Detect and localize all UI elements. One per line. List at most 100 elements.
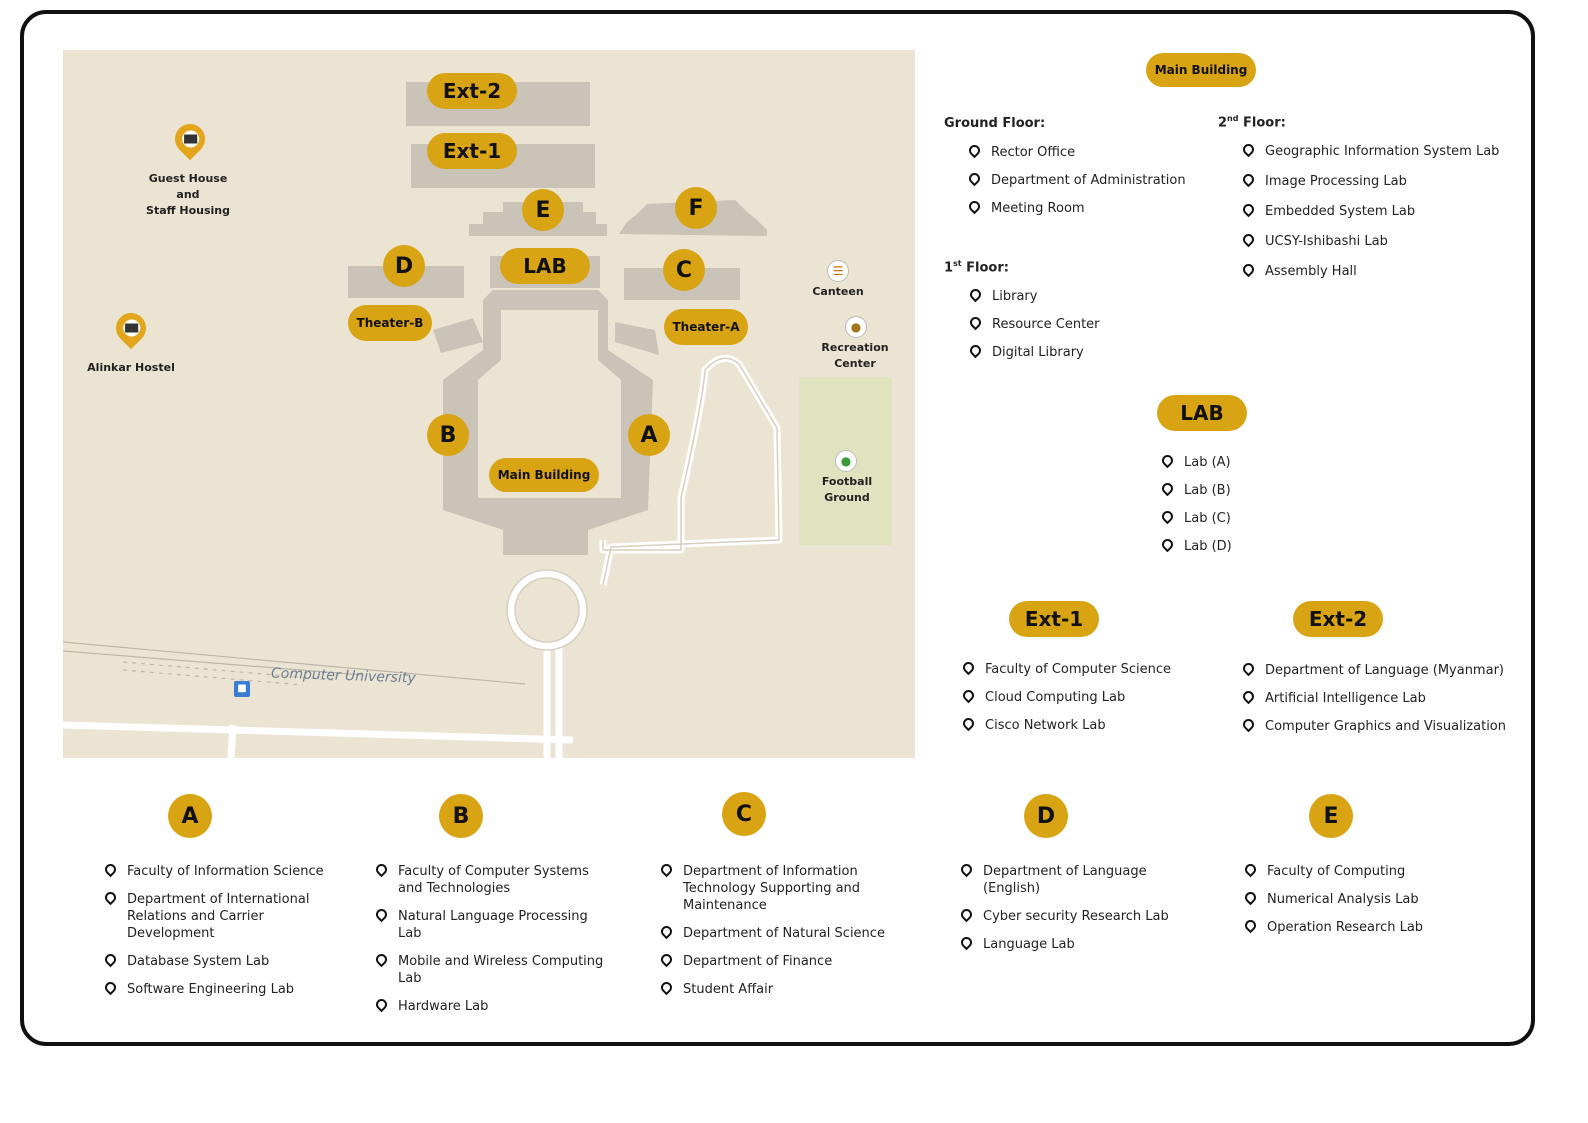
location-pin-icon (1242, 889, 1259, 906)
theater-b-marker[interactable]: Theater-B (348, 305, 432, 341)
theater-a-marker[interactable]: Theater-A (664, 309, 748, 345)
location-pin-icon (1159, 452, 1176, 469)
location-pin-icon (1159, 480, 1176, 497)
first-floor-heading: 1st Floor: (944, 259, 1009, 276)
location-pin-icon (966, 198, 983, 215)
location-pin-icon (967, 314, 984, 331)
list-item: Faculty of Computer Systems and Technolo… (373, 861, 614, 897)
list-item: Department of Language (Myanmar) (1240, 660, 1506, 679)
list-item: Image Processing Lab (1240, 171, 1499, 190)
recreation-icon[interactable]: ● (845, 316, 867, 338)
location-pin-icon (1242, 917, 1259, 934)
location-pin-icon (373, 906, 390, 923)
list-item: Embedded System Lab (1240, 201, 1499, 220)
list-item: Computer Graphics and Visualization (1240, 716, 1506, 735)
canteen-icon[interactable]: ☰ (827, 260, 849, 282)
block-a-list: Faculty of Information Science Departmen… (102, 861, 333, 998)
list-item: Lab (D) (1159, 536, 1232, 555)
location-pin-icon (658, 861, 675, 878)
page-frame (20, 10, 1535, 1046)
block-e-title: E (1309, 794, 1353, 838)
block-c-title: C (722, 792, 766, 836)
canteen-label: Canteen (812, 285, 864, 298)
ext1-title: Ext-1 (1009, 601, 1099, 637)
list-item: Lab (C) (1159, 508, 1232, 527)
location-pin-icon (966, 170, 983, 187)
location-pin-icon (960, 715, 977, 732)
location-pin-icon (958, 934, 975, 951)
location-pin-icon (102, 979, 119, 996)
list-item: Department of Administration (966, 170, 1186, 189)
ext1-list: Faculty of Computer Science Cloud Comput… (960, 659, 1171, 734)
location-pin-icon (1159, 536, 1176, 553)
second-floor-list: Geographic Information System Lab Image … (1240, 141, 1499, 280)
location-pin-icon (1240, 716, 1257, 733)
list-item: Hardware Lab (373, 996, 614, 1015)
list-item: Lab (A) (1159, 452, 1232, 471)
block-d-marker[interactable]: D (383, 245, 425, 287)
location-pin-icon (1240, 231, 1257, 248)
location-pin-icon (1240, 201, 1257, 218)
list-item: Rector Office (966, 142, 1186, 161)
block-b-title: B (439, 794, 483, 838)
main-building-title: Main Building (1146, 53, 1256, 87)
list-item: Library (967, 286, 1100, 305)
list-item: Cloud Computing Lab (960, 687, 1171, 706)
location-pin-icon (967, 342, 984, 359)
block-a-title: A (168, 794, 212, 838)
block-f-marker[interactable]: F (675, 187, 717, 229)
block-d-list: Department of Language (English) Cyber s… (958, 861, 1169, 953)
block-c-list: Department of Information Technology Sup… (658, 861, 889, 998)
list-item: Numerical Analysis Lab (1242, 889, 1473, 908)
list-item: Cyber security Research Lab (958, 906, 1169, 925)
location-pin-icon (102, 861, 119, 878)
location-pin-icon (658, 923, 675, 940)
list-item: Language Lab (958, 934, 1169, 953)
block-c-marker[interactable]: C (663, 249, 705, 291)
location-pin-icon (102, 889, 119, 906)
list-item: UCSY-Ishibashi Lab (1240, 231, 1499, 250)
location-pin-icon (658, 951, 675, 968)
list-item: Meeting Room (966, 198, 1186, 217)
list-item: Department of International Relations an… (102, 889, 333, 942)
list-item: Operation Research Lab (1242, 917, 1473, 936)
bus-stop-icon[interactable]: ■ (234, 681, 250, 697)
main-building-marker[interactable]: Main Building (489, 458, 599, 492)
ext2-list: Department of Language (Myanmar) Artific… (1240, 660, 1506, 735)
campus-map[interactable]: Ext-2 Ext-1 E F D LAB C Theater-B Theate… (63, 50, 915, 758)
second-floor-heading: 2nd Floor: (1218, 114, 1286, 131)
lab-marker[interactable]: LAB (500, 248, 590, 284)
block-e-list: Faculty of Computing Numerical Analysis … (1242, 861, 1473, 936)
ext2-marker[interactable]: Ext-2 (427, 73, 517, 109)
list-item: Artificial Intelligence Lab (1240, 688, 1506, 707)
block-e-marker[interactable]: E (522, 189, 564, 231)
list-item: Faculty of Computer Science (960, 659, 1171, 678)
block-b-marker[interactable]: B (427, 414, 469, 456)
block-d-title: D (1024, 794, 1068, 838)
location-pin-icon (1240, 261, 1257, 278)
list-item: Department of Natural Science (658, 923, 889, 942)
location-pin-icon (658, 979, 675, 996)
list-item: Faculty of Information Science (102, 861, 333, 880)
lab-title: LAB (1157, 395, 1247, 431)
list-item: Database System Lab (102, 951, 333, 970)
list-item: Natural Language Processing Lab (373, 906, 614, 942)
location-pin-icon (960, 687, 977, 704)
location-pin-icon (967, 286, 984, 303)
list-item: Resource Center (967, 314, 1100, 333)
ground-floor-heading: Ground Floor: (944, 116, 1046, 131)
first-floor-list: Library Resource Center Digital Library (967, 286, 1100, 361)
location-pin-icon (966, 142, 983, 159)
location-pin-icon (102, 951, 119, 968)
list-item: Department of Language (English) (958, 861, 1169, 897)
football-icon[interactable]: ● (835, 450, 857, 472)
location-pin-icon (373, 951, 390, 968)
lab-list: Lab (A) Lab (B) Lab (C) Lab (D) (1159, 452, 1232, 555)
location-pin-icon (960, 659, 977, 676)
location-pin-icon (1242, 861, 1259, 878)
location-pin-icon (1240, 141, 1257, 158)
location-pin-icon (1240, 171, 1257, 188)
block-a-marker[interactable]: A (628, 414, 670, 456)
ext1-marker[interactable]: Ext-1 (427, 133, 517, 169)
